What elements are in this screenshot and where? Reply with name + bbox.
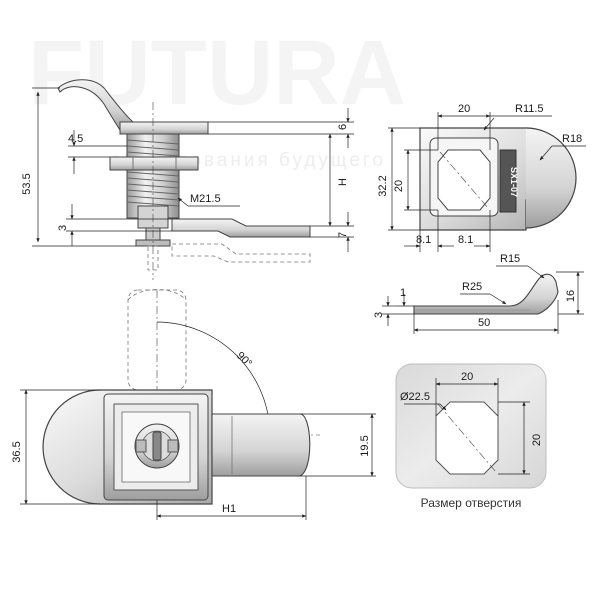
dim-r18: R18 xyxy=(562,133,582,145)
front-view: SX1-07 20 R11.5 R18 32.2 20 8.1 8.1 xyxy=(377,103,586,252)
cutout-caption: Размер отверстия xyxy=(421,496,522,510)
dim-36-5: 36.5 xyxy=(11,441,23,462)
dim-3-side: 3 xyxy=(57,225,69,231)
rear-view-cam xyxy=(211,413,311,477)
dim-20-cutout-top: 20 xyxy=(461,371,473,383)
dim-r25: R25 xyxy=(462,281,482,293)
cutout-panel: 20 Ø22.5 20 Размер отверстия xyxy=(395,363,547,510)
dim-m21-5: M21.5 xyxy=(190,193,221,205)
side-view-cam xyxy=(171,218,311,238)
dim-20-cutout-right: 20 xyxy=(531,434,543,446)
dim-8-1-left: 8.1 xyxy=(416,234,431,246)
dim-h: H xyxy=(337,178,349,186)
dim-20-front-v: 20 xyxy=(393,180,405,192)
cam-profile: R15 R25 1 3 16 50 xyxy=(373,253,584,334)
watermark-brand: FUTURA xyxy=(28,22,406,124)
front-view-label: SX1-07 xyxy=(509,167,519,197)
dim-3-cam: 3 xyxy=(373,312,385,318)
side-view: 53.5 4.5 M21.5 3 6 H 7 xyxy=(21,79,354,280)
cam-profile-shape xyxy=(413,273,559,315)
dim-50: 50 xyxy=(478,317,490,329)
dim-32-2: 32.2 xyxy=(377,175,389,196)
dim-h1: H1 xyxy=(222,503,236,515)
watermark: FUTURA оборудования будущего xyxy=(28,22,406,171)
dim-4-5: 4.5 xyxy=(68,133,83,145)
dim-16: 16 xyxy=(565,290,577,302)
side-view-nut xyxy=(109,156,199,171)
dim-90: 90° xyxy=(234,350,254,370)
dim-8-1-right: 8.1 xyxy=(458,234,473,246)
dim-r15: R15 xyxy=(500,253,520,265)
side-view-cam-ghost xyxy=(171,243,311,263)
side-view-flange xyxy=(119,121,209,135)
dim-1: 1 xyxy=(400,287,406,299)
rear-view: 90° 36.5 19.5 H1 xyxy=(11,289,376,520)
dim-19-5: 19.5 xyxy=(359,435,371,456)
dim-6: 6 xyxy=(337,124,349,130)
dim-r11-5: R11.5 xyxy=(515,103,544,115)
dim-53-5: 53.5 xyxy=(21,173,33,194)
dim-7: 7 xyxy=(337,232,349,238)
dim-20-front-top: 20 xyxy=(458,103,470,115)
dim-d22-5: Ø22.5 xyxy=(400,391,430,403)
